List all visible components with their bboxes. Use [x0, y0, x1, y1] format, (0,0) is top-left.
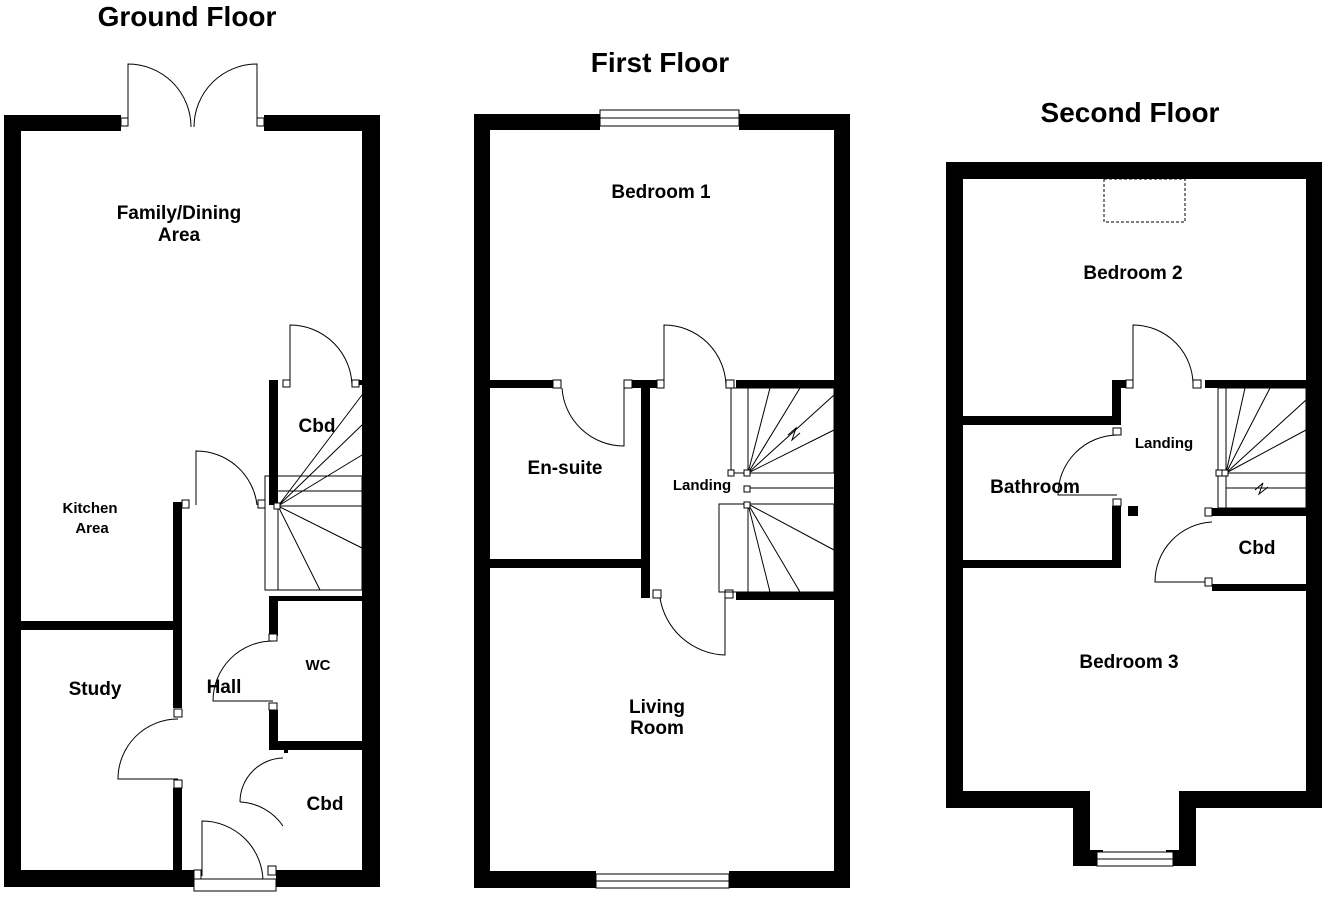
kitchen-area-label-line2: Area — [75, 520, 109, 537]
upper-cbd-label: Cbd — [299, 416, 336, 437]
ground-floor-walls — [4, 115, 380, 887]
hall-label: Hall — [207, 677, 242, 698]
second-floor-stairs — [1215, 387, 1307, 509]
second-floor-walls — [946, 162, 1322, 866]
bathroom-label: Bathroom — [990, 477, 1080, 498]
second-floor-cbd-label: Cbd — [1239, 538, 1276, 559]
living-room-label-line1: Living — [629, 697, 685, 718]
second-floor-title: Second Floor — [1041, 97, 1220, 128]
first-floor-landing-label: Landing — [673, 477, 731, 494]
ground-floor-title: Ground Floor — [98, 1, 277, 32]
first-floor-labels: Bedroom 1 En-suite Landing Living Room — [528, 182, 732, 739]
second-floor-landing-label: Landing — [1135, 435, 1193, 452]
first-floor-windows — [595, 109, 740, 889]
study-label: Study — [69, 679, 122, 700]
ground-floor-doors — [117, 63, 360, 892]
first-floor-doors — [552, 324, 735, 656]
kitchen-area-label-line1: Kitchen — [62, 500, 117, 517]
first-floor-title: First Floor — [591, 47, 730, 78]
lower-cbd-label: Cbd — [307, 794, 344, 815]
family-dining-label-line2: Area — [158, 225, 201, 246]
family-dining-label-line1: Family/Dining — [117, 203, 242, 224]
second-floor-windows — [1096, 178, 1186, 867]
living-room-label-line2: Room — [630, 718, 684, 739]
first-floor-walls — [474, 114, 850, 888]
ground-floor-labels: Family/Dining Area Kitchen Area Cbd Stud… — [62, 203, 343, 815]
bedroom-3-label: Bedroom 3 — [1079, 652, 1178, 673]
first-floor-plan: First Floor — [474, 47, 850, 889]
first-floor-stairs — [718, 387, 835, 593]
second-floor-plan: Second Floor — [946, 97, 1322, 867]
en-suite-label: En-suite — [528, 458, 603, 479]
wc-label: WC — [306, 657, 331, 674]
ground-floor-plan: Ground Floor — [4, 1, 380, 892]
ground-floor-stairs — [264, 394, 363, 591]
second-floor-doors — [1057, 324, 1213, 587]
velux-roof-window — [1103, 178, 1186, 223]
bedroom-2-label: Bedroom 2 — [1083, 263, 1182, 284]
bedroom-1-label: Bedroom 1 — [611, 182, 711, 203]
second-floor-labels: Bedroom 2 Landing Bathroom Cbd Bedroom 3 — [990, 263, 1275, 673]
